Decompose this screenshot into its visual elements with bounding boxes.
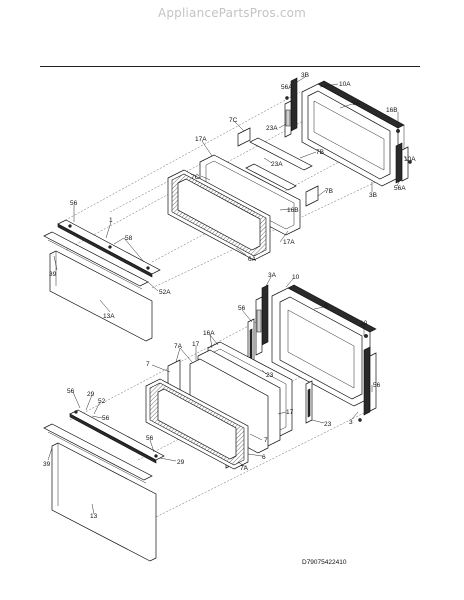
callout-13a: 13A	[103, 313, 115, 320]
callout-10a-right: 16B	[386, 107, 398, 114]
callout-23-top: 23	[266, 372, 274, 379]
spacer-7c-right	[305, 185, 319, 207]
callout-56-right: 56	[373, 382, 381, 389]
callout-3b-right: 56A	[394, 185, 406, 192]
outer-door-panel-13	[51, 442, 157, 562]
callout-16a: 16A	[203, 330, 215, 337]
callout-labels: 3B 10A 56A 9A 23A 7C 7B 17A 16B 10A 56A …	[43, 72, 416, 520]
callout-56-hinge: 56	[238, 305, 246, 312]
callout-10a-top: 10A	[339, 81, 351, 88]
callout-7a-bottom: 7A	[240, 465, 249, 472]
callout-23-right: 23	[324, 421, 332, 428]
watermark-text: AppliancePartsPros.com	[157, 6, 307, 20]
callout-7b-top: 7B	[316, 149, 324, 156]
lower-door-assembly	[43, 284, 377, 562]
callout-39-lower: 39	[43, 461, 51, 468]
callout-9a: 9A	[352, 100, 361, 107]
callout-6a: 6A	[248, 256, 257, 263]
callout-17-top: 17	[192, 341, 200, 348]
callout-10-right: 10	[360, 320, 368, 327]
callout-56-upper: 56	[70, 200, 78, 207]
hinge-3a	[255, 284, 269, 356]
hinge-3-right	[363, 346, 377, 416]
header-rule	[40, 66, 420, 67]
callout-3a: 3A	[268, 272, 277, 279]
callout-7-mid: 7	[264, 437, 268, 444]
callout-58: 58	[125, 235, 133, 242]
spacer-7c-top	[237, 127, 251, 147]
handle-bracket-1	[57, 219, 161, 278]
callout-10-top: 10	[292, 274, 300, 281]
callout-17-mid: 17	[286, 409, 294, 416]
callout-56-mid: 56	[102, 415, 110, 422]
hinge-3b-left	[284, 77, 298, 138]
callout-7b-mid: 23A	[271, 161, 283, 168]
glass-pack-6	[145, 378, 249, 470]
diagram-code: D79075422410	[302, 559, 347, 566]
outer-door-panel-13a	[49, 250, 153, 342]
hinge-3b-right	[395, 142, 409, 184]
callout-39-upper: 39	[49, 271, 57, 278]
callout-16b-left: 7C	[191, 174, 200, 181]
glass-strip-7b-mid	[245, 163, 297, 191]
callout-7-left: 7	[146, 361, 150, 368]
glass-strip-7b-top	[249, 137, 313, 171]
callout-56a-top: 56A	[281, 84, 293, 91]
callout-13: 13	[90, 513, 98, 520]
hinge-bracket-56-left	[247, 318, 255, 370]
callout-56-lower-left: 56	[67, 388, 75, 395]
handle-bracket-52	[69, 409, 165, 464]
inner-door-frame-9a	[301, 80, 405, 187]
callout-16b-right: 16B	[287, 207, 299, 214]
door-handle-39-lower	[43, 423, 153, 484]
callout-1: 1	[109, 217, 113, 224]
glass-pack-6a	[167, 169, 271, 261]
callout-17a-bottom: 17A	[283, 239, 295, 246]
callout-56a-right: 10A	[404, 156, 416, 163]
callout-56-bottom: 56	[146, 435, 154, 442]
callout-3-right: 3	[349, 419, 353, 426]
callout-52: 52	[98, 398, 106, 405]
callout-7c-mid: 7B	[325, 188, 333, 195]
inner-door-frame-9	[271, 284, 377, 407]
callout-7a-top: 7A	[174, 343, 183, 350]
callout-52a: 52A	[159, 289, 171, 296]
callout-6: 6	[262, 454, 266, 461]
callout-leaders	[47, 76, 409, 515]
callout-23a-top: 23A	[266, 125, 278, 132]
callout-17a-top: 17A	[195, 136, 207, 143]
callout-29-bottom: 29	[177, 459, 185, 466]
callout-23a-right: 3B	[369, 192, 377, 199]
upper-door-assembly	[43, 77, 412, 342]
callout-29-top: 29	[87, 391, 95, 398]
callout-7c-top: 7C	[229, 117, 238, 124]
hinge-bracket-23	[305, 380, 313, 424]
callout-9: 9	[324, 303, 328, 310]
callout-3b-top: 3B	[301, 72, 309, 79]
